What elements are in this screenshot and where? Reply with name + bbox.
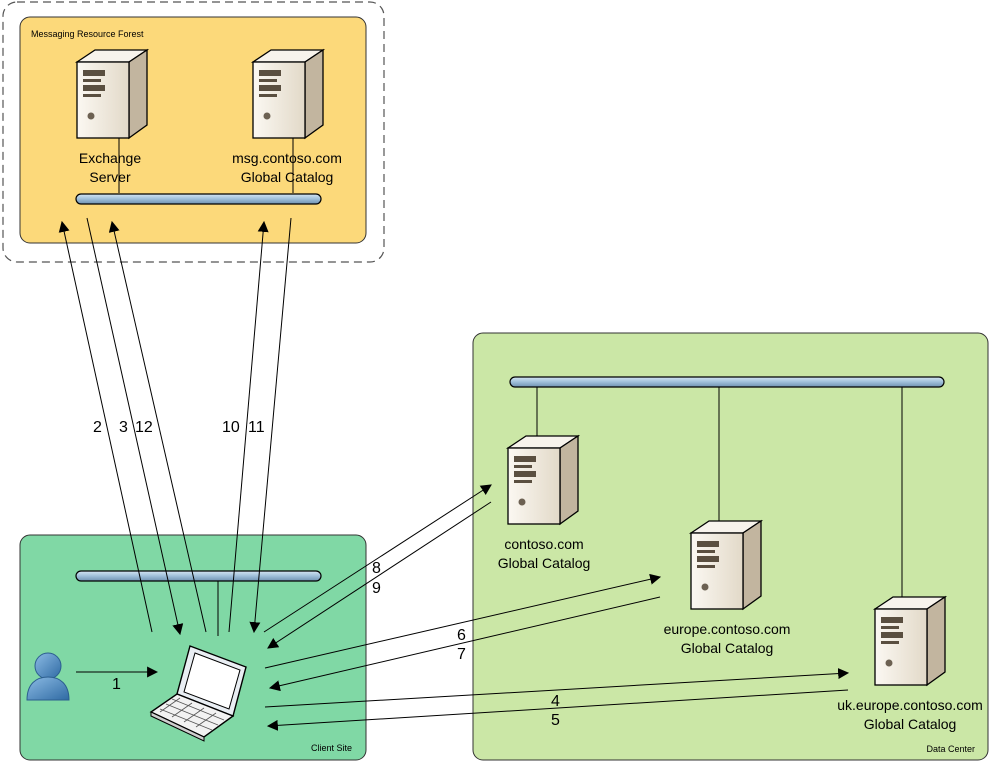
- contoso-global-catalog-server: contoso.com Global Catalog: [498, 435, 591, 571]
- laptop-icon: [149, 645, 247, 742]
- arrow-step-8: [263, 484, 492, 633]
- step-10-label: 10: [222, 419, 240, 436]
- resource-forest-label: Messaging Resource Forest: [31, 29, 144, 39]
- exchange-label-line1: Exchange: [79, 150, 141, 166]
- europe-gc-label-line2: Global Catalog: [681, 640, 774, 656]
- server-icon: [76, 49, 148, 139]
- step-3-label: 3: [119, 419, 128, 436]
- step-7-label: 7: [457, 646, 466, 663]
- arrow-step-6: [264, 573, 662, 669]
- step-6-label: 6: [457, 627, 466, 644]
- datacenter-network: [509, 376, 945, 605]
- uk-gc-label-line2: Global Catalog: [864, 716, 957, 732]
- server-icon: [874, 596, 946, 686]
- arrow-step-12: [108, 220, 207, 633]
- arrow-step-2: [58, 220, 153, 633]
- client-site-label: Client Site: [311, 743, 352, 753]
- client-bus: [75, 570, 322, 582]
- europe-global-catalog-server: europe.contoso.com Global Catalog: [664, 520, 791, 656]
- contoso-gc-label-line2: Global Catalog: [498, 555, 591, 571]
- client-network: [75, 570, 322, 636]
- data-center-label: Data Center: [926, 744, 975, 754]
- resource-forest-dashed-border: [2, 1, 385, 263]
- forest-bus: [75, 193, 322, 205]
- arrow-step-10: [228, 220, 269, 633]
- server-icon: [507, 435, 579, 525]
- arrow-step-4: [264, 668, 850, 708]
- step-4-label: 4: [551, 693, 560, 710]
- step-12-label: 12: [135, 419, 153, 436]
- datacenter-bus: [509, 376, 945, 388]
- arrow-step-5: [266, 689, 849, 731]
- step-8-label: 8: [372, 560, 381, 577]
- uk-gc-label-line1: uk.europe.contoso.com: [837, 697, 983, 713]
- user-icon: [26, 652, 70, 701]
- arrow-step-9: [267, 501, 492, 649]
- step-1-label: 1: [112, 676, 121, 693]
- forest-network: [75, 134, 322, 205]
- arrow-step-11: [249, 217, 292, 634]
- server-icon: [690, 520, 762, 610]
- contoso-gc-label-line1: contoso.com: [504, 536, 583, 552]
- exchange-label-line2: Server: [89, 169, 131, 185]
- arrow-step-3: [86, 217, 184, 636]
- server-icon: [252, 49, 324, 139]
- europe-gc-label-line1: europe.contoso.com: [664, 621, 791, 637]
- msg-gc-label-line2: Global Catalog: [241, 169, 334, 185]
- step-2-label: 2: [93, 419, 102, 436]
- flow-arrows: [58, 217, 850, 731]
- step-9-label: 9: [372, 580, 381, 597]
- msg-gc-label-line1: msg.contoso.com: [232, 150, 342, 166]
- msg-global-catalog-server: msg.contoso.com Global Catalog: [232, 49, 342, 185]
- arrow-step-7: [268, 596, 661, 692]
- step-numbers: 1 2 3 12 10 11 8 9 6 7 4 5: [93, 419, 560, 729]
- uk-global-catalog-server: uk.europe.contoso.com Global Catalog: [837, 596, 983, 732]
- step-11-label: 11: [248, 419, 265, 436]
- step-5-label: 5: [551, 712, 560, 729]
- resource-forest-region: Messaging Resource Forest: [2, 1, 385, 263]
- exchange-server: Exchange Server: [76, 49, 148, 185]
